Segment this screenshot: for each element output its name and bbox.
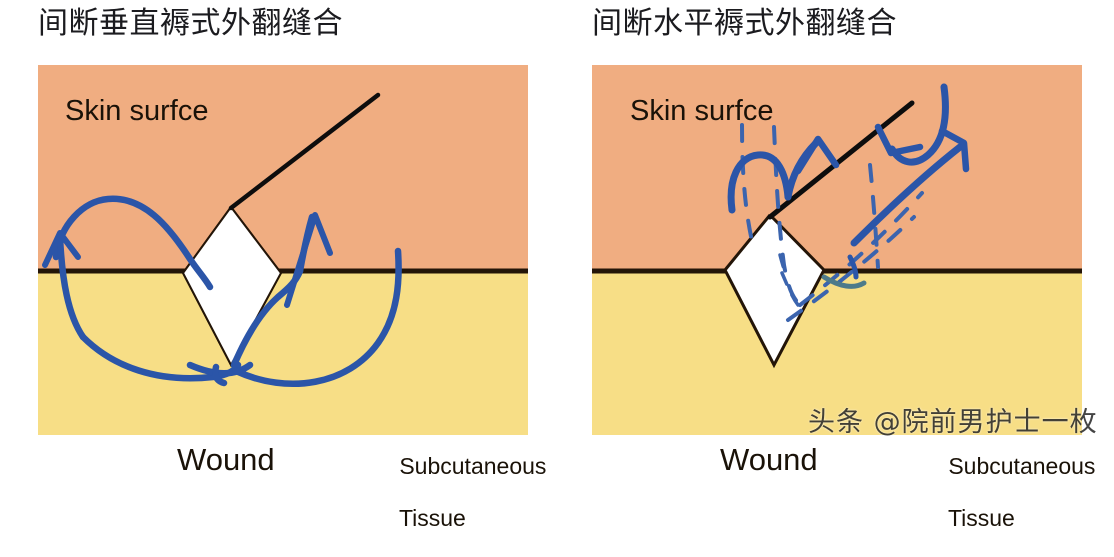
label-wound-left: Wound bbox=[177, 442, 275, 477]
needle-shaft-icon bbox=[767, 100, 915, 220]
suture-thread-in-cavity bbox=[778, 253, 800, 307]
thread-stub-right bbox=[847, 254, 859, 280]
label-subcutaneous-line1: Subcutaneous bbox=[399, 453, 547, 479]
thread-stub-subcutaneous bbox=[821, 274, 867, 289]
vertical-mattress-diagram bbox=[38, 65, 528, 435]
subcutaneous-layer bbox=[592, 270, 1082, 435]
panel-vertical-mattress: Skin surfce Wound Subcutaneous Tissue bbox=[38, 65, 546, 531]
figure-root: 间断垂直褥式外翻缝合 间断水平褥式外翻缝合 bbox=[38, 6, 1098, 531]
wound-cavity-fill bbox=[725, 215, 824, 365]
arrow-head-middle bbox=[874, 123, 924, 157]
label-subcutaneous-line2: Tissue bbox=[947, 505, 1015, 531]
label-subcutaneous-left: Subcutaneous Tissue bbox=[361, 427, 546, 557]
horizontal-mattress-diagram bbox=[592, 65, 1082, 435]
thread-direction-arrows bbox=[794, 123, 970, 175]
watermark: 头条 @院前男护士一枚 bbox=[808, 407, 1098, 438]
label-wound-right: Wound bbox=[720, 442, 818, 477]
panel-title-horizontal-mattress: 间断水平褥式外翻缝合 bbox=[592, 6, 897, 41]
suture-thread bbox=[52, 195, 402, 388]
wound-cavity-outline bbox=[723, 213, 826, 369]
label-subcutaneous-line1: Subcutaneous bbox=[948, 453, 1096, 479]
wound-cavity-fill bbox=[183, 207, 281, 365]
panel-horizontal-mattress: Skin surfce Wound Subcutaneous Tissue bbox=[592, 65, 1095, 531]
needle-shaft-icon bbox=[228, 92, 381, 211]
subcutaneous-layer bbox=[38, 270, 528, 435]
label-subcutaneous-right: Subcutaneous Tissue bbox=[910, 427, 1095, 557]
arrow-head-right bbox=[284, 212, 333, 308]
thread-direction-arrows bbox=[42, 212, 333, 308]
label-subcutaneous-line2: Tissue bbox=[398, 505, 466, 531]
arrow-head-upper-left bbox=[794, 135, 840, 175]
arrow-head-left bbox=[42, 230, 81, 268]
panel-title-vertical-mattress: 间断垂直褥式外翻缝合 bbox=[38, 6, 343, 41]
arrow-head-right bbox=[938, 127, 970, 173]
